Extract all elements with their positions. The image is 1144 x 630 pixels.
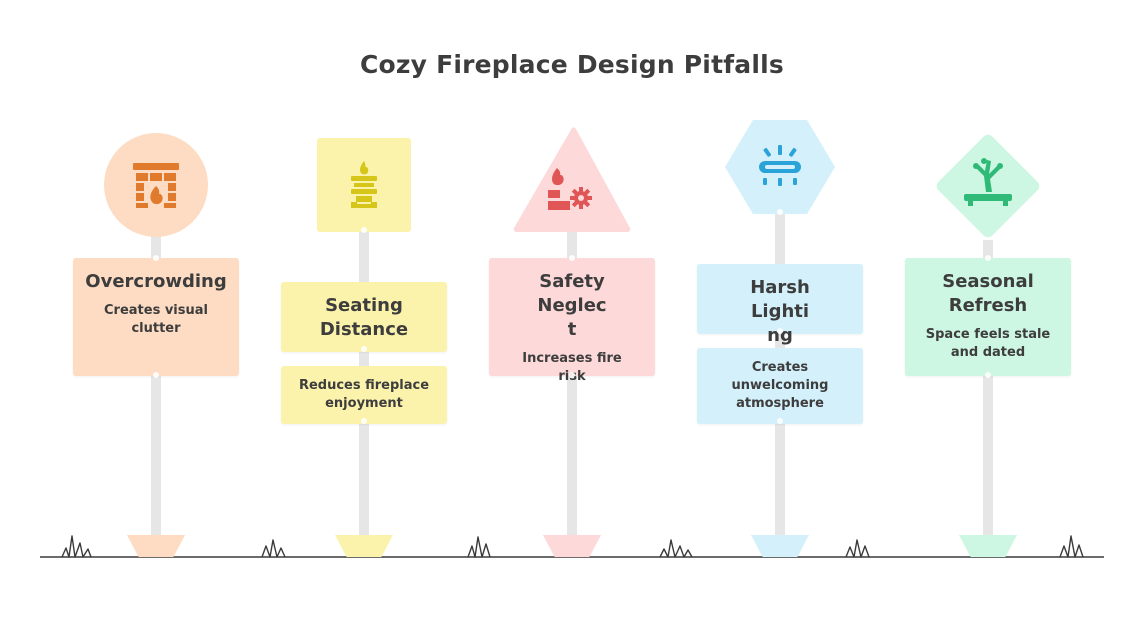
sign-subcard-harsh-lighting: Creates unwelcoming atmosphere	[697, 348, 863, 424]
sign-heading: Overcrowding	[85, 271, 227, 292]
grass-tuft	[61, 535, 92, 558]
grass-tuft	[261, 539, 286, 558]
bolt-dot	[985, 255, 991, 261]
diagram-title: Cozy Fireplace Design Pitfalls	[360, 50, 784, 79]
fire-hazard-icon	[548, 168, 592, 210]
bolt-dot	[153, 255, 159, 261]
sign-description: Space feels stale and dated	[925, 327, 1051, 360]
bolt-dot	[985, 372, 991, 378]
sign-heading: Harsh Lighting	[750, 277, 810, 346]
sign-heading: Seasonal Refresh	[942, 271, 1034, 316]
sign-pole	[151, 235, 161, 535]
grass-tuft	[845, 539, 870, 558]
square-sign	[317, 138, 411, 232]
sign-heading: Safety Neglect	[537, 271, 607, 340]
sign-subcard-seating-distance: Reduces fireplace enjoyment	[281, 366, 447, 424]
sign-description: Creates visual clutter	[104, 303, 208, 336]
bolt-dot	[361, 418, 367, 424]
sign-pole	[983, 240, 993, 535]
bolt-dot	[361, 346, 367, 352]
diamond-sign	[936, 134, 1040, 238]
sign-card-seating-distance: Seating Distance	[281, 282, 447, 352]
triangle-sign	[513, 127, 631, 232]
bolt-dot	[153, 372, 159, 378]
fireplace-icon	[133, 163, 179, 208]
grass-tuft	[467, 536, 491, 558]
sign-card-harsh-lighting: Harsh Lighting	[697, 264, 863, 346]
torch-icon	[351, 161, 377, 208]
sign-description: Creates unwelcoming atmosphere	[731, 360, 829, 411]
sign-base	[335, 535, 393, 557]
hexagon-sign	[725, 120, 835, 214]
sign-base	[959, 535, 1017, 557]
sign-description: Increases fire risk	[522, 351, 622, 384]
light-fixture-icon	[759, 145, 801, 186]
sign-card-seasonal-refresh: Seasonal Refresh Space feels stale and d…	[905, 258, 1071, 376]
sign-base	[751, 535, 809, 557]
sign-card-safety-neglect: Safety Neglect Increases fire risk	[489, 258, 655, 384]
sign-pole	[567, 228, 577, 535]
sign-base	[543, 535, 601, 557]
bolt-dot	[569, 372, 575, 378]
sign-description: Reduces fireplace enjoyment	[298, 378, 430, 411]
circle-sign	[104, 133, 208, 237]
bolt-dot	[569, 255, 575, 261]
grass-tuft	[1059, 535, 1084, 558]
sign-base	[127, 535, 185, 557]
bolt-dot	[777, 328, 783, 334]
bonsai-plant-icon	[964, 158, 1012, 206]
bolt-dot	[777, 209, 783, 215]
bolt-dot	[777, 418, 783, 424]
sign-card-overcrowding: Overcrowding Creates visual clutter	[73, 258, 239, 376]
bolt-dot	[361, 227, 367, 233]
sign-heading: Seating Distance	[319, 295, 409, 340]
grass-tuft	[659, 539, 693, 558]
